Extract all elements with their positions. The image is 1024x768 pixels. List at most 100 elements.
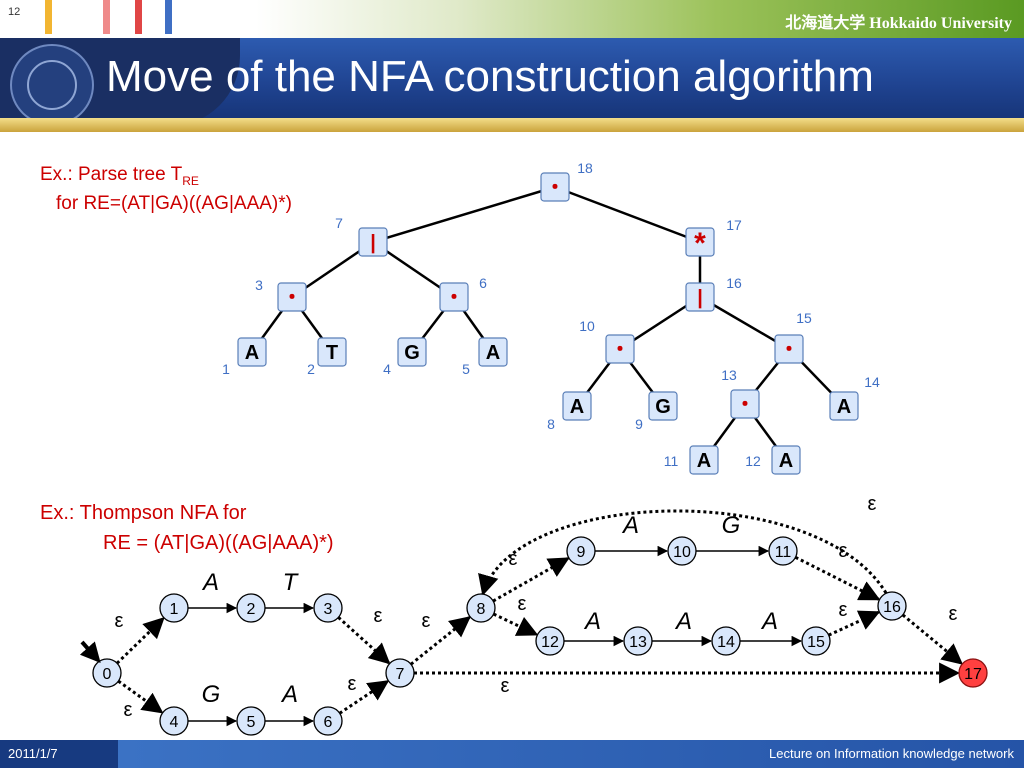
tree-node-number: 9 <box>635 416 643 432</box>
tree-node-label: ・ <box>610 339 630 361</box>
tree-node-number: 10 <box>579 318 595 334</box>
parse-tree-caption-line2: for RE=(AT|GA)((AG|AAA)*) <box>56 193 292 214</box>
nfa-state-label: 0 <box>103 666 112 683</box>
tree-node-number: 18 <box>577 160 593 176</box>
parse-tree-caption: Ex.: Parse tree TRE <box>40 164 199 188</box>
tree-node: G4 <box>383 337 427 377</box>
tree-node: ・6 <box>439 275 487 312</box>
tree-node-number: 8 <box>547 416 555 432</box>
tree-node-label: * <box>694 227 706 260</box>
nfa-state: 3 <box>313 593 343 623</box>
tree-edge <box>372 185 556 244</box>
tree-node: * 17 <box>685 217 742 260</box>
tree-node-label: ・ <box>444 287 464 309</box>
nfa-state-label: 2 <box>247 601 256 618</box>
nfa-transition-label: T <box>283 569 300 596</box>
tree-node: A14 <box>829 374 880 421</box>
nfa-state-label: 1 <box>170 601 179 618</box>
tree-node: |16 <box>685 275 742 312</box>
nfa-transition <box>492 612 539 636</box>
tree-node-label: | <box>370 232 376 254</box>
tree-node-label: ・ <box>282 287 302 309</box>
tree-node: ・ 10 <box>579 318 635 364</box>
nfa-state: 10 <box>667 536 697 566</box>
tree-node-number: 4 <box>383 361 391 377</box>
nfa-transition-label: ε <box>422 610 431 632</box>
nfa-state: 14 <box>711 626 741 656</box>
nfa-state-label: 14 <box>717 634 735 651</box>
nfa-transition <box>409 616 471 666</box>
tree-node-label: A <box>245 342 259 364</box>
tree-node-label: ・ <box>545 177 565 199</box>
nfa-caption: Ex.: Thompson NFA for <box>40 502 247 524</box>
header-stripe <box>135 0 142 34</box>
nfa-transition-label: ε <box>839 599 848 621</box>
slide-number: 12 <box>8 6 21 18</box>
nfa-state: 2 <box>236 593 266 623</box>
tree-node-number: 15 <box>796 310 812 326</box>
nfa-state-label: 4 <box>170 714 179 731</box>
nfa-transition-label: A <box>621 512 639 539</box>
tree-edge <box>699 295 790 351</box>
footer-date-block <box>0 740 118 768</box>
tree-node: ・3 <box>255 277 307 312</box>
nfa-transition-label: ε <box>949 603 958 625</box>
nfa-transition-label: ε <box>124 699 133 721</box>
nfa-transition-label: A <box>280 681 298 708</box>
tree-node-label: ・ <box>735 394 755 416</box>
tree-node: ・ 15 <box>774 310 812 364</box>
gold-rule <box>0 118 1024 132</box>
tree-node-number: 1 <box>222 361 230 377</box>
tree-node: A1 <box>222 337 267 377</box>
nfa-transition-label: ε <box>518 593 527 615</box>
tree-node-label: G <box>655 396 671 418</box>
tree-node-label: G <box>404 342 420 364</box>
nfa-transition <box>117 679 164 714</box>
nfa-transition-label: G <box>722 512 741 539</box>
nfa-transition-label: A <box>760 608 778 635</box>
nfa-caption-line2: RE = (AT|GA)((AG|AAA)*) <box>103 532 334 554</box>
tree-node: A 12 <box>745 445 801 475</box>
tree-node-label: T <box>326 342 338 364</box>
nfa-final-state: 17 <box>958 658 988 688</box>
nfa-transition-label: G <box>202 681 221 708</box>
tree-node-number: 12 <box>745 453 761 469</box>
tree-node: G9 <box>635 391 678 432</box>
footer-course: Lecture on Information knowledge network <box>769 746 1014 761</box>
tree-node-label: ・ <box>779 339 799 361</box>
nfa-transition <box>478 509 888 597</box>
nfa-state-label: 5 <box>247 714 256 731</box>
tree-node-label: A <box>779 450 793 472</box>
tree-node: T2 <box>307 337 347 377</box>
nfa-state-label: 3 <box>324 601 333 618</box>
nfa-state: 16 <box>877 591 907 621</box>
tree-node: A8 <box>547 391 592 432</box>
tree-node: ・ 18 <box>540 160 593 202</box>
nfa-state-label: 11 <box>775 544 792 561</box>
nfa-state-label: 16 <box>883 599 901 616</box>
nfa-state-label: 13 <box>629 634 647 651</box>
nfa-transition-label: A <box>674 608 692 635</box>
nfa-state-label: 10 <box>673 544 691 561</box>
nfa-state: 15 <box>801 626 831 656</box>
header-stripe <box>45 0 52 34</box>
tree-node-number: 2 <box>307 361 315 377</box>
nfa-transition-label: ε <box>348 673 357 695</box>
tree-node: A 11 <box>664 445 719 475</box>
nfa-start-arrow <box>79 640 101 663</box>
tree-node: A5 <box>462 337 508 377</box>
nfa-transition <box>794 555 881 601</box>
tree-node-label: A <box>697 450 711 472</box>
nfa-transition <box>116 616 165 665</box>
tree-node-label: | <box>697 287 703 309</box>
nfa-state: 8 <box>466 593 496 623</box>
nfa-state: 6 <box>313 706 343 736</box>
nfa-state-label: 9 <box>577 544 586 561</box>
nfa-state: 9 <box>566 536 596 566</box>
tree-node-number: 11 <box>664 453 679 469</box>
nfa-transition-label: ε <box>868 493 877 515</box>
tree-node-number: 17 <box>726 217 742 233</box>
nfa-transition-label: A <box>201 569 219 596</box>
nfa-transition-label: ε <box>374 605 383 627</box>
